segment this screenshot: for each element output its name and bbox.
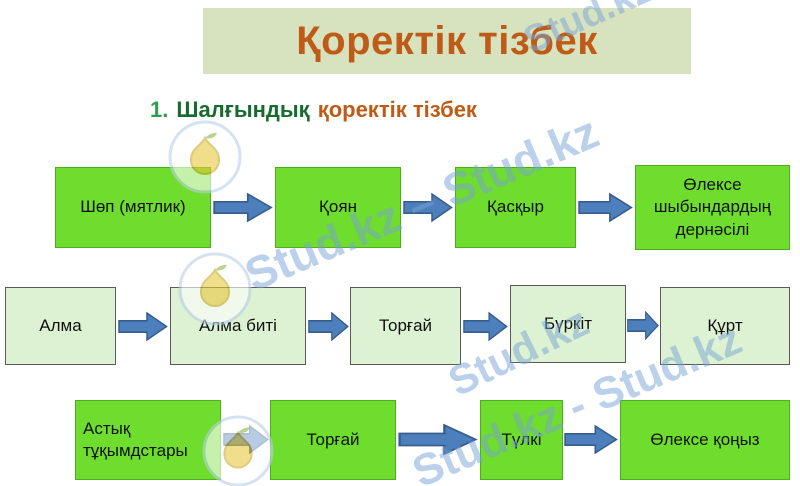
chain-box: Алма биті: [170, 287, 306, 365]
chain-box: Қоян: [275, 167, 401, 248]
chain-box: Өлексе шыбындардың дернәсілі: [635, 165, 790, 250]
arrow-right-icon: [578, 192, 633, 223]
arrow-right-icon: [463, 311, 508, 342]
chain-box: Бүркіт: [510, 285, 626, 363]
arrow-right-icon: [403, 192, 453, 223]
arrow-right-icon: [118, 311, 168, 342]
arrow-right-icon: [398, 423, 478, 456]
title-bar: Қоректік тізбек: [203, 8, 691, 74]
arrow-right-icon: [564, 424, 618, 455]
arrow-right-icon: [213, 192, 273, 223]
subtitle: 1. Шалғындық қоректік тізбек: [150, 97, 477, 123]
subtitle-number: 1.: [150, 97, 169, 122]
subtitle-green-word: Шалғындық: [176, 97, 310, 122]
arrow-right-icon: [223, 424, 269, 455]
chain-box: Шөп (мятлик): [55, 167, 211, 248]
arrow-right-icon: [627, 310, 659, 341]
chain-box: Астық тұқымдстары: [75, 400, 221, 480]
arrow-right-icon: [308, 311, 349, 342]
chain-box: Қасқыр: [455, 167, 576, 248]
chain-box: Торғай: [270, 400, 396, 480]
chain-box: Түлкі: [480, 400, 563, 480]
chain-box: Құрт: [660, 287, 790, 365]
subtitle-brown-words: қоректік тізбек: [317, 97, 477, 122]
chain-box: Торғай: [350, 287, 461, 365]
chain-box: Алма: [5, 287, 116, 365]
page-title: Қоректік тізбек: [296, 18, 598, 63]
chain-box: Өлексе қоңыз: [620, 400, 790, 480]
